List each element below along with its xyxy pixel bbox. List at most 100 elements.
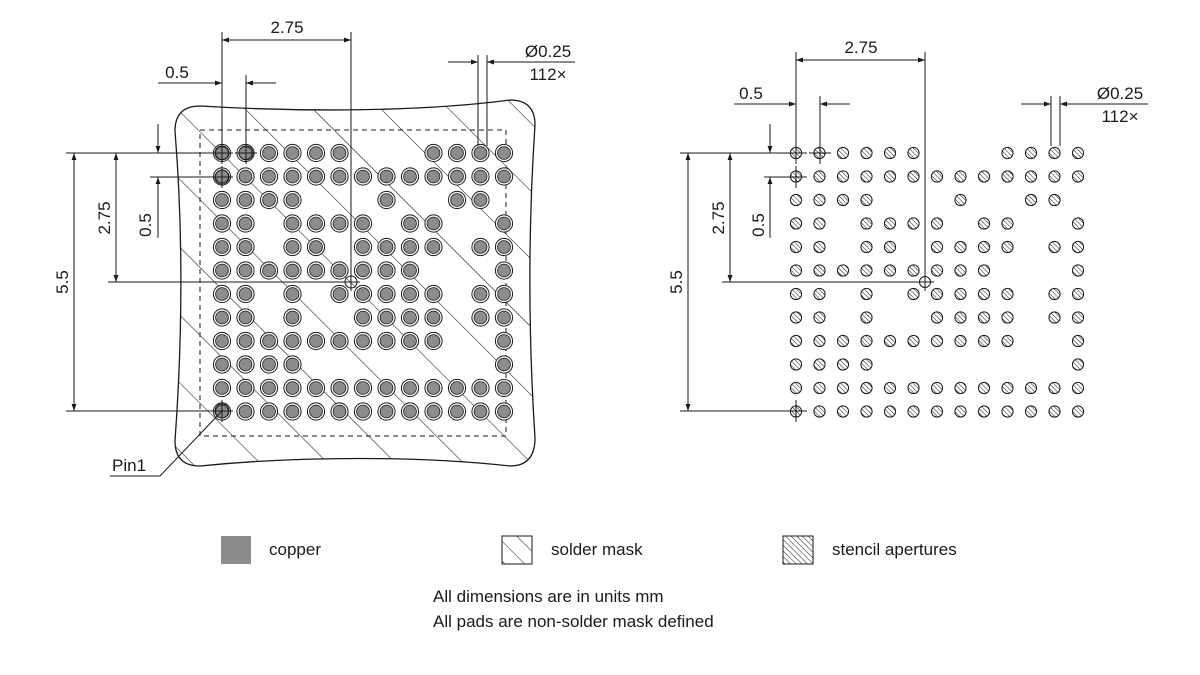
copper-pad — [285, 310, 300, 325]
stencil-aperture — [883, 240, 897, 254]
copper-pad — [426, 146, 441, 160]
dim-pitch-y-label-right: 2.75 — [709, 201, 728, 234]
dim-pad-count-label: 112× — [529, 65, 566, 84]
stencil-aperture — [954, 287, 967, 301]
stencil-aperture — [860, 358, 873, 371]
copper-pad — [379, 310, 394, 325]
copper-pad — [379, 169, 394, 184]
copper-pad — [285, 404, 300, 419]
copper-pad — [473, 287, 488, 301]
left-view: 2.75 0.5 Ø0.25 112× 5.5 2.75 — [53, 18, 575, 477]
stencil-aperture — [860, 334, 873, 348]
copper-pad — [262, 381, 276, 395]
copper-pad — [309, 263, 323, 278]
note-units: All dimensions are in units mm — [433, 587, 664, 606]
copper-pad — [262, 193, 276, 207]
copper-pad — [262, 146, 276, 160]
legend-stencil-label: stencil apertures — [832, 540, 957, 559]
stencil-aperture — [836, 381, 850, 395]
copper-pad — [238, 357, 253, 372]
stencil-aperture — [1071, 264, 1085, 277]
stencil-aperture — [789, 240, 803, 254]
stencil-aperture — [883, 217, 897, 230]
dim-pad-pitch-x-label-right: 0.5 — [739, 84, 763, 103]
stencil-aperture — [907, 287, 920, 301]
copper-pad — [473, 404, 488, 419]
stencil-aperture — [860, 381, 873, 395]
pin1-leader — [110, 410, 223, 477]
stencil-aperture — [977, 264, 991, 277]
stencil-aperture — [813, 381, 826, 395]
copper-pad — [426, 216, 441, 231]
copper-pad — [332, 216, 347, 231]
copper-pad — [238, 334, 253, 348]
stencil-aperture — [907, 381, 920, 395]
dim-pitch-y-right — [722, 153, 919, 283]
dim-span-y-label-right: 5.5 — [667, 270, 686, 294]
copper-pad — [497, 263, 511, 278]
copper-pad — [403, 310, 417, 325]
stencil-aperture — [836, 170, 850, 183]
copper-pad — [497, 169, 511, 184]
stencil-aperture — [930, 217, 944, 230]
stencil-aperture — [836, 358, 850, 371]
copper-pad — [238, 169, 253, 184]
copper-pad — [426, 381, 441, 395]
stencil-aperture — [930, 334, 944, 348]
dim-pad-pitch-y-label: 0.5 — [136, 213, 155, 237]
stencil-aperture — [789, 311, 803, 324]
stencil-aperture — [1071, 170, 1085, 183]
copper-pad — [450, 169, 464, 184]
copper-pad — [332, 263, 347, 278]
copper-pad — [262, 169, 276, 184]
copper-pad — [238, 404, 253, 419]
stencil-aperture — [954, 193, 967, 207]
stencil-aperture — [813, 217, 826, 230]
copper-pad — [285, 381, 300, 395]
stencil-aperture — [1001, 217, 1014, 230]
copper-pad — [473, 381, 488, 395]
stencil-aperture — [977, 334, 991, 348]
stencil-aperture — [813, 287, 826, 301]
stencil-aperture — [1071, 240, 1085, 254]
stencil-aperture — [977, 405, 991, 418]
dim-pad-pitch-y-label-right: 0.5 — [749, 213, 768, 237]
copper-pad — [473, 169, 488, 184]
stencil-aperture-array — [789, 146, 1085, 418]
stencil-aperture — [883, 405, 897, 418]
stencil-aperture — [789, 334, 803, 348]
copper-pad — [309, 146, 323, 160]
copper-pad-array — [212, 143, 514, 421]
copper-pad — [497, 287, 511, 301]
stencil-aperture — [1071, 334, 1085, 348]
stencil-aperture — [813, 240, 826, 254]
stencil-aperture — [930, 311, 944, 324]
stencil-aperture — [883, 264, 897, 277]
legend-copper-label: copper — [269, 540, 321, 559]
copper-pad — [426, 240, 441, 254]
stencil-aperture — [907, 146, 920, 160]
copper-pad — [309, 216, 323, 231]
dim-pad-pitch-x-label: 0.5 — [165, 63, 189, 82]
stencil-aperture — [1024, 381, 1038, 395]
copper-pad — [356, 334, 370, 348]
copper-pad — [215, 216, 229, 231]
stencil-aperture — [977, 240, 991, 254]
stencil-aperture — [1001, 381, 1014, 395]
copper-pad — [238, 310, 253, 325]
stencil-aperture — [907, 264, 920, 277]
dim-pitch-x-label-right: 2.75 — [844, 38, 877, 57]
stencil-aperture — [789, 381, 803, 395]
stencil-aperture — [1001, 311, 1014, 324]
copper-pad — [379, 287, 394, 301]
dim-pad-diameter-right — [1021, 96, 1148, 146]
stencil-aperture — [1001, 405, 1014, 418]
copper-pad — [379, 404, 394, 419]
stencil-aperture — [813, 170, 826, 183]
copper-pad — [379, 193, 394, 207]
copper-pad — [356, 404, 370, 419]
stencil-aperture — [813, 311, 826, 324]
stencil-aperture — [836, 264, 850, 277]
copper-pad — [285, 287, 300, 301]
